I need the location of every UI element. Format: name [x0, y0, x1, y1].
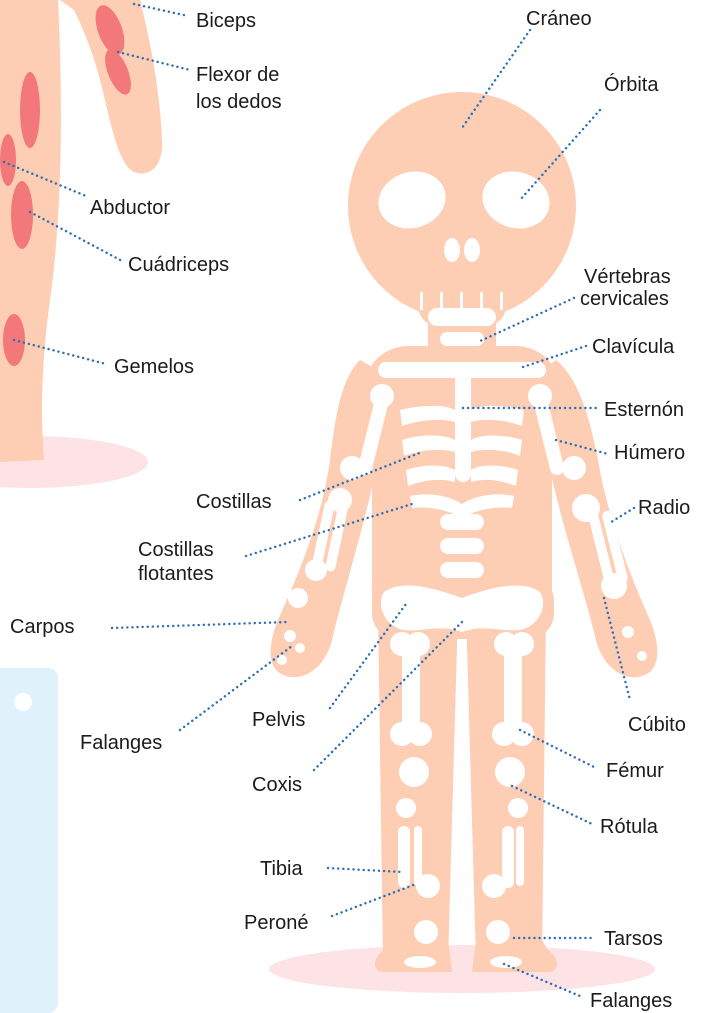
label-coxis: Coxis	[252, 774, 302, 796]
label-clavicula: Clavícula	[592, 336, 675, 358]
cervical-vertebra-1	[428, 308, 496, 326]
label-femur: Fémur	[606, 760, 664, 782]
label-flexor-line1: Flexor de	[196, 64, 279, 86]
label-costillas-flotantes-line2: flotantes	[138, 563, 214, 585]
quadriceps-muscle	[11, 181, 33, 249]
label-pelvis: Pelvis	[252, 709, 305, 731]
label-abductor: Abductor	[90, 197, 170, 219]
info-panel-background	[0, 668, 58, 1013]
sternum	[455, 372, 471, 482]
label-cubito: Cúbito	[628, 714, 686, 736]
label-biceps: Biceps	[196, 10, 256, 32]
info-panel-bullet	[14, 693, 32, 711]
info-panel	[0, 668, 58, 1013]
label-radio: Radio	[638, 497, 690, 519]
label-falanges-pie: Falanges	[590, 990, 672, 1012]
label-tarsos: Tarsos	[604, 928, 663, 950]
abductor-muscle	[20, 72, 40, 148]
thigh-muscle	[0, 134, 16, 186]
muscle-figure	[0, 0, 162, 488]
floor-shadow	[269, 945, 655, 993]
label-carpos: Carpos	[10, 616, 74, 638]
label-vertebras-line2: cervicales	[580, 288, 669, 310]
label-gemelos: Gemelos	[114, 356, 194, 378]
label-falanges-mano: Falanges	[80, 732, 162, 754]
label-costillas-flotantes-line1: Costillas	[138, 539, 214, 561]
nasal-right	[464, 238, 480, 262]
label-costillas: Costillas	[196, 491, 272, 513]
nasal-left	[444, 238, 460, 262]
leader-carpos	[112, 622, 288, 628]
label-rotula: Rótula	[600, 816, 659, 838]
lumbar-vertebra-1	[440, 514, 484, 530]
label-esternon: Esternón	[604, 399, 684, 421]
label-craneo: Cráneo	[526, 8, 592, 30]
lumbar-vertebra-2	[440, 538, 484, 554]
label-tibia: Tibia	[260, 858, 303, 880]
label-flexor-line2: los dedos	[196, 91, 282, 113]
label-vertebras-line1: Vértebras	[584, 266, 671, 288]
label-orbita: Órbita	[604, 73, 659, 96]
lumbar-vertebra-3	[440, 562, 484, 578]
cervical-vertebra-2	[440, 332, 484, 346]
label-cuadriceps: Cuádriceps	[128, 254, 229, 276]
skeleton-figure	[269, 92, 657, 993]
label-perone: Peroné	[244, 912, 309, 934]
label-humero: Húmero	[614, 442, 685, 464]
